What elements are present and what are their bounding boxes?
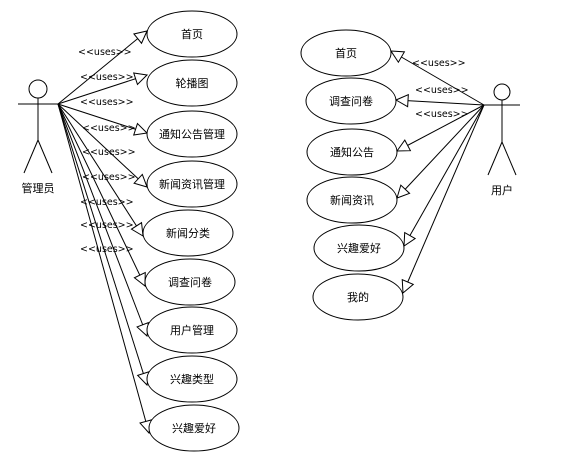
usecase-user-notice-ellipse[interactable] bbox=[306, 128, 398, 176]
stereotype-label-u2: <<uses>> bbox=[415, 85, 469, 96]
association-u2 bbox=[395, 99, 485, 106]
stereotype-label-a4: <<uses>> bbox=[82, 123, 136, 134]
actor-admin-right-leg bbox=[37, 139, 53, 174]
usecase-admin-news-category-ellipse[interactable] bbox=[142, 209, 234, 257]
arrowhead-u1 bbox=[390, 50, 406, 64]
arrowhead-a4 bbox=[133, 173, 148, 188]
stereotype-label-u1: <<uses>> bbox=[412, 58, 466, 69]
usecase-user-home-ellipse[interactable] bbox=[300, 29, 392, 77]
usecase-user-notice[interactable]: 通知公告 bbox=[306, 128, 398, 176]
usecase-admin-news-mgmt[interactable]: 新闻资讯管理 bbox=[146, 160, 238, 208]
usecase-admin-news-mgmt-label: 新闻资讯管理 bbox=[159, 177, 225, 191]
usecase-admin-interest-type[interactable]: 兴趣类型 bbox=[146, 355, 238, 403]
usecase-user-hobby-ellipse[interactable] bbox=[313, 224, 405, 272]
association-a6 bbox=[57, 103, 146, 287]
usecase-user-mine-ellipse[interactable] bbox=[312, 273, 404, 321]
usecase-admin-user-mgmt-ellipse[interactable] bbox=[146, 306, 238, 354]
stereotype-label-a9: <<uses>> bbox=[80, 244, 134, 255]
actor-user-right-leg bbox=[501, 141, 517, 176]
association-u1 bbox=[390, 50, 485, 106]
arrowhead-u5 bbox=[403, 231, 417, 247]
usecase-admin-home[interactable]: 首页 bbox=[146, 10, 238, 58]
usecase-admin-survey-label: 调查问卷 bbox=[168, 275, 212, 289]
arrowhead-u4 bbox=[396, 184, 411, 199]
actor-user: 用户 bbox=[484, 83, 520, 197]
usecase-admin-hobby[interactable]: 兴趣爱好 bbox=[148, 404, 240, 452]
usecase-user-news-ellipse[interactable] bbox=[306, 176, 398, 224]
actor-admin-left-leg bbox=[23, 139, 39, 174]
usecase-user-home[interactable]: 首页 bbox=[300, 29, 392, 77]
association-u4 bbox=[396, 104, 485, 199]
usecase-user-news-label: 新闻资讯 bbox=[330, 193, 374, 207]
stereotype-label-u3: <<uses>> bbox=[415, 109, 469, 120]
usecase-admin-news-category[interactable]: 新闻分类 bbox=[142, 209, 234, 257]
stereotype-label-a1: <<uses>> bbox=[78, 47, 132, 58]
usecase-user-home-label: 首页 bbox=[335, 46, 357, 60]
association-a7 bbox=[57, 103, 148, 337]
association-a9 bbox=[57, 103, 150, 434]
usecase-admin-survey-ellipse[interactable] bbox=[144, 258, 236, 306]
actor-user-left-leg bbox=[487, 141, 503, 176]
actor-admin: 管理员 bbox=[18, 79, 58, 195]
stereotype-label-a5: <<uses>> bbox=[82, 147, 136, 158]
association-a8 bbox=[57, 103, 148, 386]
associations bbox=[57, 30, 485, 435]
actor-admin-head bbox=[28, 79, 48, 99]
usecase-admin-survey[interactable]: 调查问卷 bbox=[144, 258, 236, 306]
association-a2 bbox=[57, 74, 148, 105]
arrowhead-a2 bbox=[133, 72, 149, 86]
usecase-admin-hobby-ellipse[interactable] bbox=[148, 404, 240, 452]
usecase-user-survey-label: 调查问卷 bbox=[329, 94, 373, 108]
arrowhead-u3 bbox=[396, 139, 412, 152]
usecase-admin-notice-mgmt-ellipse[interactable] bbox=[146, 110, 238, 158]
usecase-user-notice-label: 通知公告 bbox=[330, 145, 374, 159]
association-u5 bbox=[403, 104, 485, 247]
stereotype-label-a7: <<uses>> bbox=[80, 197, 134, 208]
association-u3 bbox=[396, 104, 485, 152]
usecase-admin-carousel-ellipse[interactable] bbox=[146, 59, 238, 107]
usecase-admin-interest-type-label: 兴趣类型 bbox=[170, 372, 214, 386]
usecase-admin-notice-mgmt-label: 通知公告管理 bbox=[159, 127, 225, 141]
usecase-user-mine-label: 我的 bbox=[347, 290, 369, 304]
usecase-admin-hobby-label: 兴趣爱好 bbox=[172, 421, 216, 435]
usecase-user-mine[interactable]: 我的 bbox=[312, 273, 404, 321]
association-u6 bbox=[402, 104, 485, 294]
association-a3 bbox=[57, 103, 148, 134]
stereotype-label-a3: <<uses>> bbox=[80, 97, 134, 108]
stereotype-labels: <<uses>> <<uses>> <<uses>> <<uses>> <<uses>>… bbox=[78, 47, 469, 255]
usecase-admin-user-mgmt-label: 用户管理 bbox=[170, 323, 214, 337]
usecase-user-hobby-label: 兴趣爱好 bbox=[337, 241, 381, 255]
actor-user-label: 用户 bbox=[491, 183, 513, 197]
usecase-admin-home-ellipse[interactable] bbox=[146, 10, 238, 58]
association-a5 bbox=[57, 103, 144, 237]
actor-admin-label: 管理员 bbox=[22, 181, 55, 195]
usecase-admin-carousel-label: 轮播图 bbox=[176, 76, 209, 90]
stereotype-label-a6: <<uses>> bbox=[82, 172, 136, 183]
usecase-user-survey[interactable]: 调查问卷 bbox=[305, 77, 397, 125]
association-a1 bbox=[57, 30, 148, 105]
association-a4 bbox=[57, 103, 148, 188]
actor-user-head bbox=[493, 83, 511, 101]
arrowhead-a1 bbox=[133, 30, 148, 45]
arrowhead-u2 bbox=[394, 93, 409, 108]
stereotype-label-a8: <<uses>> bbox=[80, 220, 134, 231]
stereotype-label-a2: <<uses>> bbox=[80, 72, 134, 83]
usecase-admin-interest-type-ellipse[interactable] bbox=[146, 355, 238, 403]
usecase-admin-home-label: 首页 bbox=[181, 27, 203, 41]
usecase-user-news[interactable]: 新闻资讯 bbox=[306, 176, 398, 224]
usecase-admin-news-category-label: 新闻分类 bbox=[166, 226, 210, 240]
usecase-admin-user-mgmt[interactable]: 用户管理 bbox=[146, 306, 238, 354]
usecase-user-survey-ellipse[interactable] bbox=[305, 77, 397, 125]
usecase-user-hobby[interactable]: 兴趣爱好 bbox=[313, 224, 405, 272]
usecase-admin-carousel[interactable]: 轮播图 bbox=[146, 59, 238, 107]
usecase-admin-news-mgmt-ellipse[interactable] bbox=[146, 160, 238, 208]
usecase-admin-notice-mgmt[interactable]: 通知公告管理 bbox=[146, 110, 238, 158]
arrowhead-a5 bbox=[130, 221, 144, 237]
arrowhead-a3 bbox=[133, 122, 149, 136]
arrowhead-u6 bbox=[401, 278, 415, 295]
